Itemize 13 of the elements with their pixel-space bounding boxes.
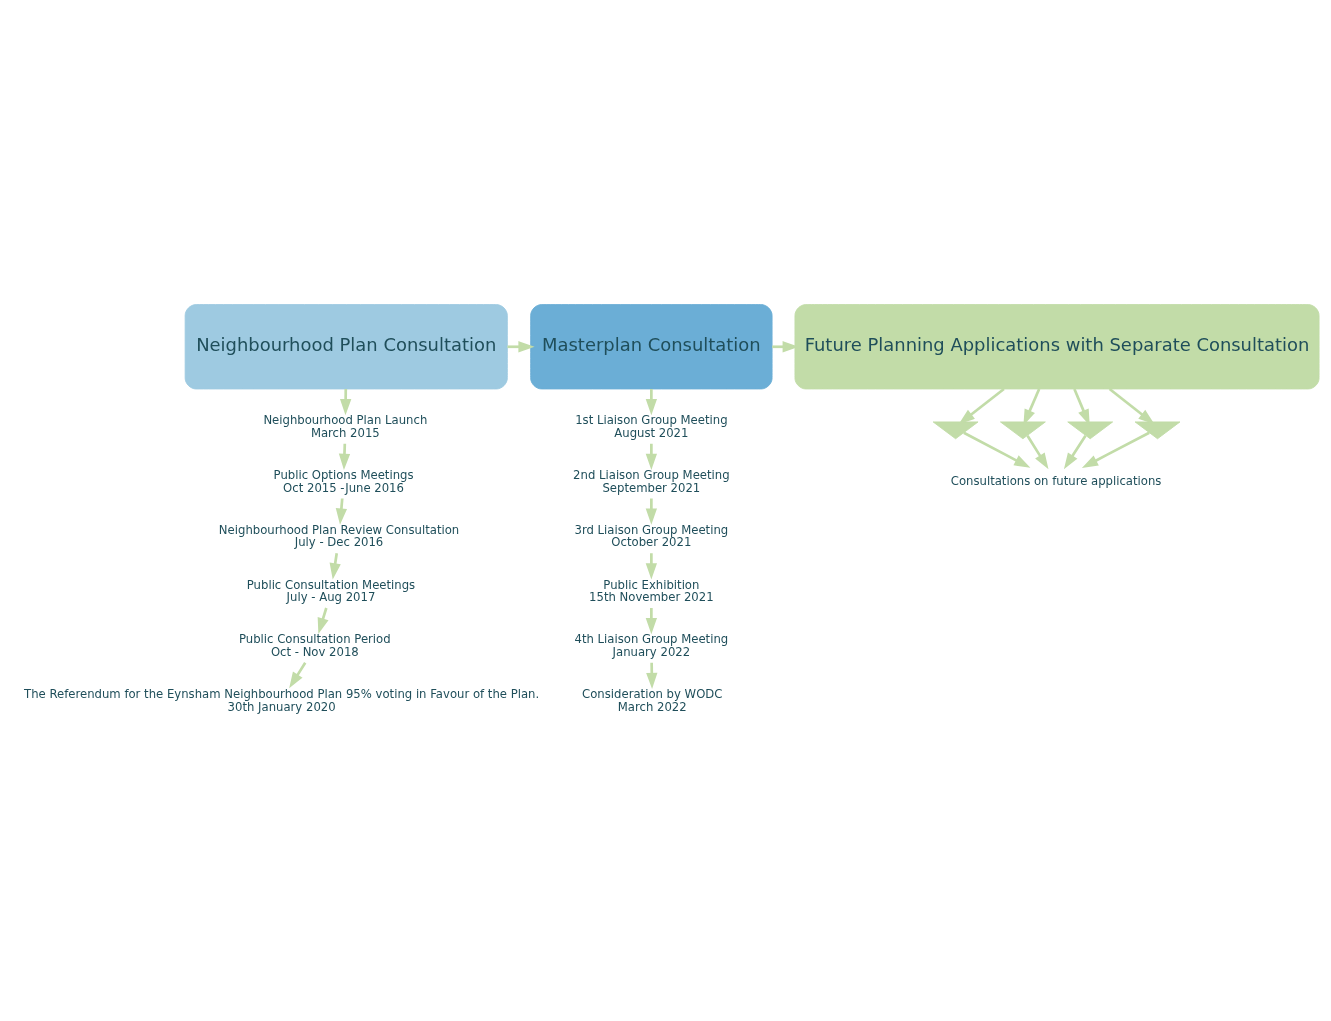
node-text: The Referendum for the Eynsham Neighbourhood Plan 95% voting in Favour of the Plan. 30th January 2020 bbox=[24, 686, 540, 714]
node-text: 4th Liaison Group Meeting January 2022 bbox=[574, 631, 729, 659]
node-text: Neighbourhood Plan Launch March 2015 bbox=[263, 412, 428, 440]
node-text: Consultations on future applications bbox=[950, 473, 1162, 488]
node-text: Public Consultation Meetings July - Aug 2017 bbox=[246, 577, 416, 604]
node-text: Public Exhibition 15th November 2021 bbox=[589, 577, 714, 604]
node-text: 2nd Liaison Group Meeting September 2021 bbox=[573, 467, 730, 495]
node-text: 3rd Liaison Group Meeting October 2021 bbox=[574, 522, 729, 549]
node-text: Public Consultation Period Oct - Nov 2018 bbox=[239, 631, 391, 659]
node-text: 1st Liaison Group Meeting August 2021 bbox=[575, 412, 728, 440]
node-text: Public Options Meetings Oct 2015 -June 2016 bbox=[273, 467, 414, 495]
node-text: Neighbourhood Plan Review Consultation July - Dec 2016 bbox=[218, 522, 460, 549]
node-text: Consideration by WODC March 2022 bbox=[582, 686, 723, 714]
